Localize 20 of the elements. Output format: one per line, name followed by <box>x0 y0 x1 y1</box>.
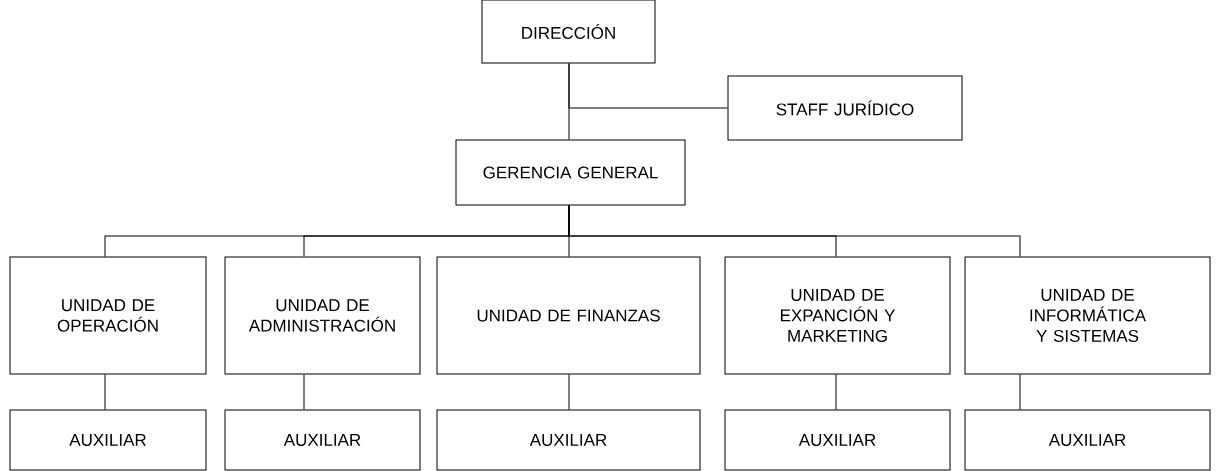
connector-line <box>303 374 305 410</box>
org-box: AUXILIAR <box>224 409 421 471</box>
org-box: STAFF JURÍDICO <box>727 75 963 141</box>
org-box: UNIDAD DE ADMINISTRACIÓN <box>224 256 421 375</box>
connector-line <box>1019 374 1021 410</box>
org-box: AUXILIAR <box>436 409 701 471</box>
connector-line <box>104 374 106 410</box>
org-box: UNIDAD DE EXPANCIÓN Y MARKETING <box>724 256 951 375</box>
org-box: AUXILIAR <box>964 409 1211 471</box>
org-box: UNIDAD DE INFORMÁTICA Y SISTEMAS <box>964 256 1211 375</box>
org-box: DIRECCIÓN <box>481 0 656 64</box>
org-box: UNIDAD DE OPERACIÓN <box>9 256 207 375</box>
connector-line <box>835 374 837 410</box>
org-box: AUXILIAR <box>724 409 951 471</box>
connector-line <box>568 374 570 410</box>
connector-line <box>568 63 728 109</box>
org-box: UNIDAD DE FINANZAS <box>436 256 701 375</box>
org-box: AUXILIAR <box>9 409 207 471</box>
connector-line <box>568 205 1021 257</box>
org-box: GERENCIA GENERAL <box>455 139 686 206</box>
